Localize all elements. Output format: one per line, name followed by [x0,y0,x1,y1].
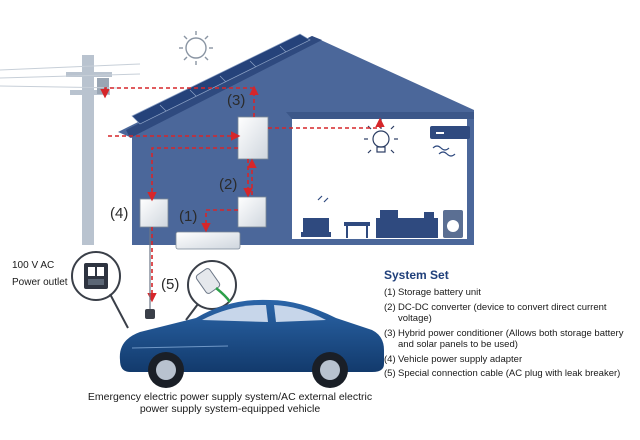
label-vehicle-power-supply-adapter: (4) [110,205,129,222]
vehicle-power-supply-adapter [139,198,169,228]
item-text: DC-DC converter (device to convert direc… [398,301,607,325]
ac-plug-icon [145,309,155,319]
furniture [301,195,463,238]
item-number: (1) [384,287,396,298]
solar-panels [131,33,311,125]
item-number: (3) [384,327,396,339]
item-number: (2) [384,301,396,313]
item-number: (4) [384,353,396,365]
hybrid-power-conditioner [237,116,269,160]
cable-plug-callout [185,260,237,321]
sun-icon [179,31,213,65]
label-hybrid-power-conditioner: (3) [227,92,246,109]
storage-battery-unit [175,231,241,250]
system-set-list: (1)Storage battery unit (2)DC-DC convert… [384,287,634,383]
label-special-connection-cable: (5) [161,276,180,293]
power-flow-lines [100,85,385,303]
system-set-item: (4)Vehicle power supply adapter [384,354,634,366]
system-set-item: (5)Special connection cable (AC plug wit… [384,368,634,380]
vehicle-caption: Emergency electric power supply system/A… [87,391,373,415]
item-text: Vehicle power supply adapter [398,353,523,365]
label-dc-dc-converter: (2) [219,176,238,193]
system-set-item: (3)Hybrid power conditioner (Allows both… [384,328,634,351]
power-outlet-callout [71,251,129,329]
house [118,33,474,245]
system-set-item: (1)Storage battery unit [384,287,634,299]
utility-pole [0,55,141,245]
system-set-title: System Set [384,268,449,282]
air-conditioner-icon [430,126,470,157]
item-text: Hybrid power conditioner (Allows both st… [398,327,624,351]
outlet-label-voltage: 100 V AC [12,260,55,271]
system-set-item: (2)DC-DC converter (device to convert di… [384,302,634,325]
light-bulb-icon [364,119,398,154]
item-number: (5) [384,368,396,379]
label-storage-battery-unit: (1) [179,208,198,225]
dc-dc-converter [237,196,267,228]
item-text: Special connection cable (AC plug with l… [398,368,621,379]
outlet-label-name: Power outlet [12,277,68,288]
item-text: Storage battery unit [398,287,481,298]
vehicle [119,299,384,388]
